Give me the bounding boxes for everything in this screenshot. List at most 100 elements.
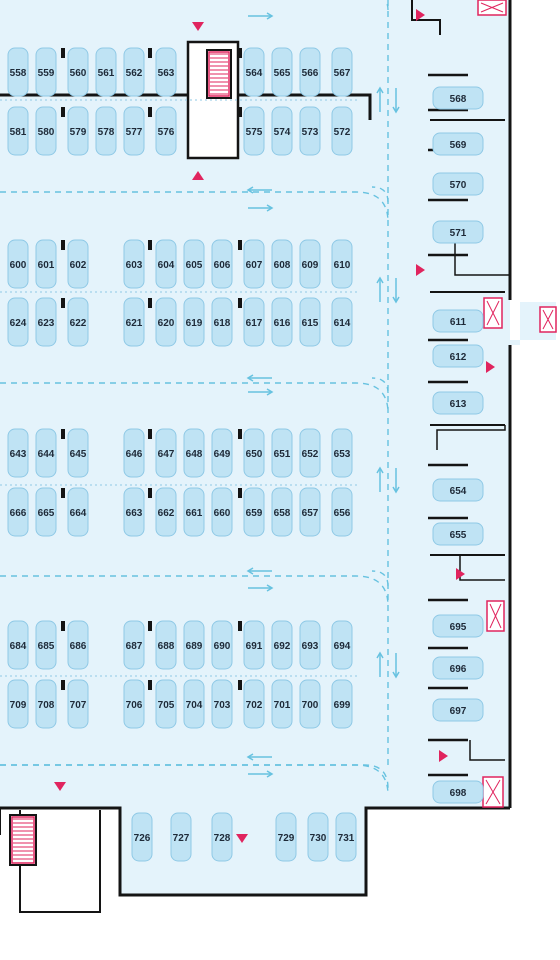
spot-number: 615 bbox=[302, 318, 319, 329]
parking-spot: 702 bbox=[243, 679, 265, 729]
car-icon bbox=[299, 620, 321, 670]
parking-spot: 696 bbox=[432, 656, 484, 680]
parking-spot: 705 bbox=[155, 679, 177, 729]
parking-spot: 666 bbox=[7, 487, 29, 537]
spot-number: 581 bbox=[10, 127, 27, 138]
parking-spot: 621 bbox=[123, 297, 145, 347]
parking-spot: 689 bbox=[183, 620, 205, 670]
lane-direction-arrow-icon bbox=[392, 88, 400, 114]
spot-number: 661 bbox=[186, 508, 203, 519]
spot-number: 731 bbox=[338, 833, 355, 844]
spot-number: 602 bbox=[70, 260, 87, 271]
parking-spot: 727 bbox=[170, 812, 192, 862]
spot-number: 666 bbox=[10, 508, 27, 519]
stairwell-icon bbox=[206, 49, 232, 99]
column-pillar bbox=[238, 48, 242, 58]
spot-number: 560 bbox=[70, 68, 87, 79]
parking-spot: 614 bbox=[331, 297, 353, 347]
spot-number: 558 bbox=[10, 68, 27, 79]
spot-number: 576 bbox=[158, 127, 175, 138]
parking-spot: 726 bbox=[131, 812, 153, 862]
car-icon bbox=[331, 239, 353, 289]
parking-spot: 645 bbox=[67, 428, 89, 478]
spot-number: 664 bbox=[70, 508, 87, 519]
spot-number: 647 bbox=[158, 449, 175, 460]
column-pillar bbox=[148, 429, 152, 439]
car-icon bbox=[123, 297, 145, 347]
column-pillar bbox=[238, 621, 242, 631]
car-icon bbox=[299, 106, 321, 156]
red-triangle-icon bbox=[54, 782, 66, 791]
car-icon bbox=[183, 297, 205, 347]
spot-number: 611 bbox=[450, 317, 467, 328]
spot-number: 572 bbox=[334, 127, 351, 138]
spot-number: 577 bbox=[126, 127, 143, 138]
spot-number: 656 bbox=[334, 508, 351, 519]
car-icon bbox=[271, 106, 293, 156]
lane-boundary bbox=[384, 0, 389, 11]
spot-number: 610 bbox=[334, 260, 351, 271]
spot-number: 653 bbox=[334, 449, 351, 460]
lane-boundary bbox=[0, 764, 389, 789]
parking-spot: 648 bbox=[183, 428, 205, 478]
spot-number: 603 bbox=[126, 260, 143, 271]
parking-spot: 651 bbox=[271, 428, 293, 478]
spot-number: 608 bbox=[274, 260, 291, 271]
parking-spot: 567 bbox=[331, 47, 353, 97]
parking-spot: 624 bbox=[7, 297, 29, 347]
car-icon bbox=[35, 47, 57, 97]
spot-number: 692 bbox=[274, 641, 291, 652]
car-icon bbox=[432, 220, 484, 244]
car-icon bbox=[123, 428, 145, 478]
spot-number: 613 bbox=[450, 399, 467, 410]
parking-spot: 697 bbox=[432, 698, 484, 722]
parking-spot: 700 bbox=[299, 679, 321, 729]
parking-spot: 563 bbox=[155, 47, 177, 97]
spot-number: 699 bbox=[334, 700, 351, 711]
spot-number: 686 bbox=[70, 641, 87, 652]
lane-direction-arrow-icon bbox=[246, 753, 272, 761]
parking-spot: 572 bbox=[331, 106, 353, 156]
wall bbox=[469, 740, 505, 761]
red-triangle-icon bbox=[192, 22, 204, 31]
spot-number: 689 bbox=[186, 641, 203, 652]
spot-number: 623 bbox=[38, 318, 55, 329]
car-icon bbox=[123, 487, 145, 537]
parking-spot: 706 bbox=[123, 679, 145, 729]
column-pillar bbox=[238, 488, 242, 498]
column-pillar bbox=[61, 240, 65, 250]
parking-spot: 562 bbox=[123, 47, 145, 97]
car-icon bbox=[7, 620, 29, 670]
car-icon bbox=[67, 106, 89, 156]
parking-spot: 731 bbox=[335, 812, 357, 862]
car-icon bbox=[155, 106, 177, 156]
spot-number: 620 bbox=[158, 318, 175, 329]
spot-number: 612 bbox=[450, 352, 467, 363]
car-icon bbox=[67, 620, 89, 670]
parking-spot: 688 bbox=[155, 620, 177, 670]
wall bbox=[0, 806, 510, 897]
car-icon bbox=[170, 812, 192, 862]
spot-number: 727 bbox=[173, 833, 190, 844]
car-icon bbox=[299, 679, 321, 729]
parking-spot: 607 bbox=[243, 239, 265, 289]
column-pillar bbox=[238, 429, 242, 439]
spot-number: 575 bbox=[246, 127, 263, 138]
spot-number: 614 bbox=[334, 318, 351, 329]
column-pillar bbox=[61, 488, 65, 498]
parking-spot: 602 bbox=[67, 239, 89, 289]
car-icon bbox=[243, 106, 265, 156]
parking-spot: 620 bbox=[155, 297, 177, 347]
column-pillar bbox=[238, 240, 242, 250]
car-icon bbox=[432, 344, 484, 368]
car-icon bbox=[155, 428, 177, 478]
lane-direction-arrow-icon bbox=[248, 12, 274, 20]
spot-number: 665 bbox=[38, 508, 55, 519]
spot-number: 646 bbox=[126, 449, 143, 460]
spot-number: 728 bbox=[214, 833, 231, 844]
car-icon bbox=[123, 239, 145, 289]
spot-number: 579 bbox=[70, 127, 87, 138]
spot-number: 709 bbox=[10, 700, 27, 711]
